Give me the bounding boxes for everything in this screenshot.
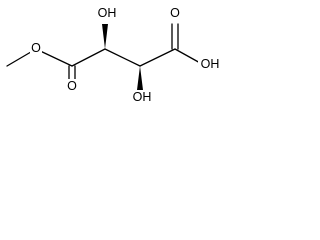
mask-o-ester xyxy=(30,41,42,56)
mask-oh-top xyxy=(96,6,118,21)
wedge-bond-bottom-oh xyxy=(137,66,143,90)
mask-o-carbonyl-left xyxy=(66,79,78,94)
bond-layer xyxy=(6,23,203,90)
atom-label-o-ester: O xyxy=(31,41,41,55)
wedge-bond-top-oh xyxy=(102,24,108,49)
atom-label-o-carbonyl-left: O xyxy=(67,79,77,93)
atom-label-layer: O O OH OH O OH xyxy=(31,6,219,104)
atom-label-o-carbonyl-right: O xyxy=(170,6,180,20)
bond-c2-c3 xyxy=(104,48,141,67)
bond-acid-oh xyxy=(174,48,203,65)
mask-o-carbonyl-right xyxy=(169,6,181,21)
mask-oh-bottom xyxy=(131,90,153,105)
atom-label-oh-bottom: OH xyxy=(133,90,152,104)
label-mask-layer xyxy=(30,6,222,105)
molecule-structure: O O OH OH O OH xyxy=(6,6,222,105)
mask-oh-acid xyxy=(198,57,222,72)
atom-label-oh-top: OH xyxy=(98,6,117,20)
atom-label-oh-acid: OH xyxy=(201,57,220,71)
bond-c3-c4 xyxy=(139,48,176,67)
bond-c1-c2 xyxy=(71,48,106,67)
